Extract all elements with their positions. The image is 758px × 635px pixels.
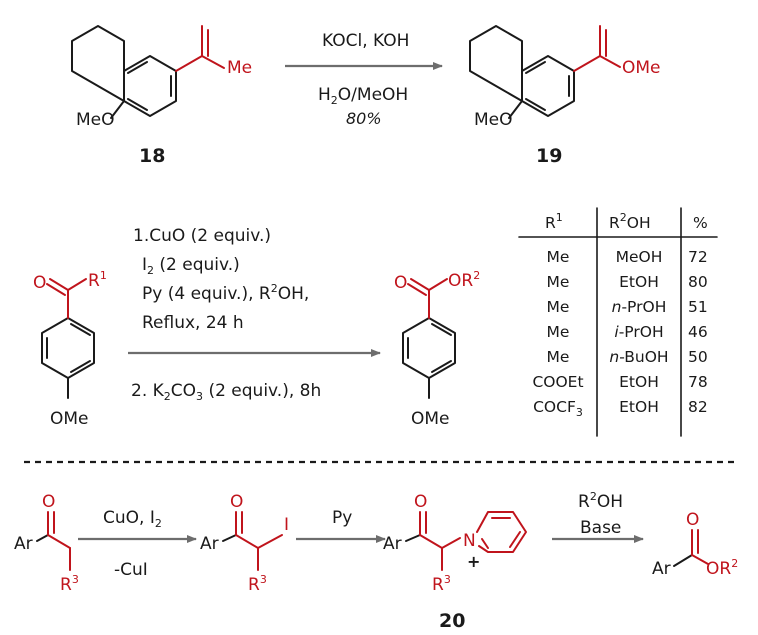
aryl-label: Ar — [14, 534, 33, 554]
carbonyl-oxygen-label: O — [33, 273, 46, 293]
r1-label: R1 — [88, 269, 107, 291]
arrow3-reagent: R2OH — [578, 490, 623, 512]
table-header-1: R2OH — [609, 211, 651, 232]
mechanism-ester: Ar O OR2 — [652, 510, 738, 579]
table-cell-yield: 51 — [688, 298, 708, 316]
top-reaction-arrow: KOCl, KOH H2O/MeOH 80% — [285, 31, 443, 128]
arrow3-base: Base — [580, 518, 621, 538]
or2-label: OR2 — [706, 557, 738, 579]
step1-line3: Py (4 equiv.), R2OH, — [142, 282, 309, 304]
mechanism-arrow-1: CuO, I2 -CuI — [78, 508, 197, 580]
aryl-label: Ar — [652, 559, 671, 579]
table-header-2: % — [693, 214, 708, 232]
top-reagents: KOCl, KOH — [322, 31, 409, 51]
step2-line: 2. K2CO3 (2 equiv.), 8h — [131, 381, 321, 403]
compound-18: Me MeO 18 — [71, 25, 252, 167]
acetophenone-reactant: O R1 OMe — [33, 269, 107, 429]
r3-label: R3 — [60, 573, 79, 595]
table-cell-yield: 82 — [688, 398, 708, 416]
table-cell-yield: 80 — [688, 273, 708, 291]
aryl-label: Ar — [383, 534, 402, 554]
top-solvent: H2O/MeOH — [318, 85, 408, 107]
carbonyl-oxygen-label: O — [394, 273, 407, 293]
mechanism-ketone: Ar O R3 — [14, 492, 79, 595]
table-cell-alcohol: n-PrOH — [612, 298, 667, 316]
pyridinium-nitrogen: N — [463, 531, 476, 551]
table-cell-alcohol: EtOH — [619, 273, 659, 291]
para-methoxy-label: OMe — [50, 409, 89, 429]
r3-label: R3 — [432, 573, 451, 595]
mechanism-arrow-3: R2OH Base — [552, 490, 644, 543]
step1-line2: I2 (2 equiv.) — [142, 255, 240, 277]
mechanism-pyridinium-20: Ar O R3 N + 20 — [383, 492, 527, 632]
methoxy-label: MeO — [474, 110, 513, 130]
mechanism-iodoketone: Ar O I R3 — [200, 492, 289, 595]
positive-charge: + — [467, 552, 480, 571]
r3-label: R3 — [248, 573, 267, 595]
ester-methoxy-label: OMe — [622, 58, 661, 78]
table-cell-r1: COCF3 — [533, 398, 583, 419]
arrow1-reagent: CuO, I2 — [103, 508, 162, 530]
ketone-oxygen: O — [414, 492, 427, 512]
table-cell-alcohol: MeOH — [616, 248, 663, 266]
mechanism-arrow-2: Py — [296, 508, 386, 543]
table-cell-yield: 46 — [688, 323, 708, 341]
compound-label-20: 20 — [439, 610, 465, 632]
table-cell-r1: Me — [547, 298, 570, 316]
or2-label: OR2 — [448, 269, 480, 291]
step1-line1: 1.CuO (2 equiv.) — [133, 226, 271, 246]
methoxy-label: MeO — [76, 110, 115, 130]
compound-19: OMe MeO 19 — [469, 25, 661, 167]
ketone-oxygen: O — [230, 492, 243, 512]
table-cell-alcohol: EtOH — [619, 398, 659, 416]
middle-reaction-arrow: 1.CuO (2 equiv.) I2 (2 equiv.) Py (4 equ… — [128, 226, 381, 403]
compound-label-18: 18 — [139, 145, 165, 167]
table-cell-alcohol: n-BuOH — [609, 348, 668, 366]
para-methoxy-label: OMe — [411, 409, 450, 429]
ester-oxygen: O — [686, 510, 699, 530]
iodine-label: I — [284, 515, 289, 535]
table-cell-r1: Me — [547, 348, 570, 366]
ester-product: O OR2 OMe — [394, 269, 480, 429]
table-header-0: R1 — [545, 211, 563, 232]
top-yield: 80% — [346, 109, 382, 128]
step1-line4: Reflux, 24 h — [142, 313, 244, 333]
table-cell-r1: COOEt — [532, 373, 583, 391]
table-cell-yield: 78 — [688, 373, 708, 391]
table-cell-yield: 72 — [688, 248, 708, 266]
table-cell-r1: Me — [547, 323, 570, 341]
table-cell-alcohol: i-PrOH — [614, 323, 663, 341]
compound-label-19: 19 — [536, 145, 562, 167]
aryl-label: Ar — [200, 534, 219, 554]
arrow2-reagent: Py — [332, 508, 352, 528]
ketone-oxygen: O — [42, 492, 55, 512]
table-cell-r1: Me — [547, 248, 570, 266]
arrow1-byproduct: -CuI — [114, 560, 148, 580]
table-cell-yield: 50 — [688, 348, 708, 366]
table-cell-r1: Me — [547, 273, 570, 291]
table-cell-alcohol: EtOH — [619, 373, 659, 391]
acetyl-methyl-label: Me — [227, 58, 252, 78]
